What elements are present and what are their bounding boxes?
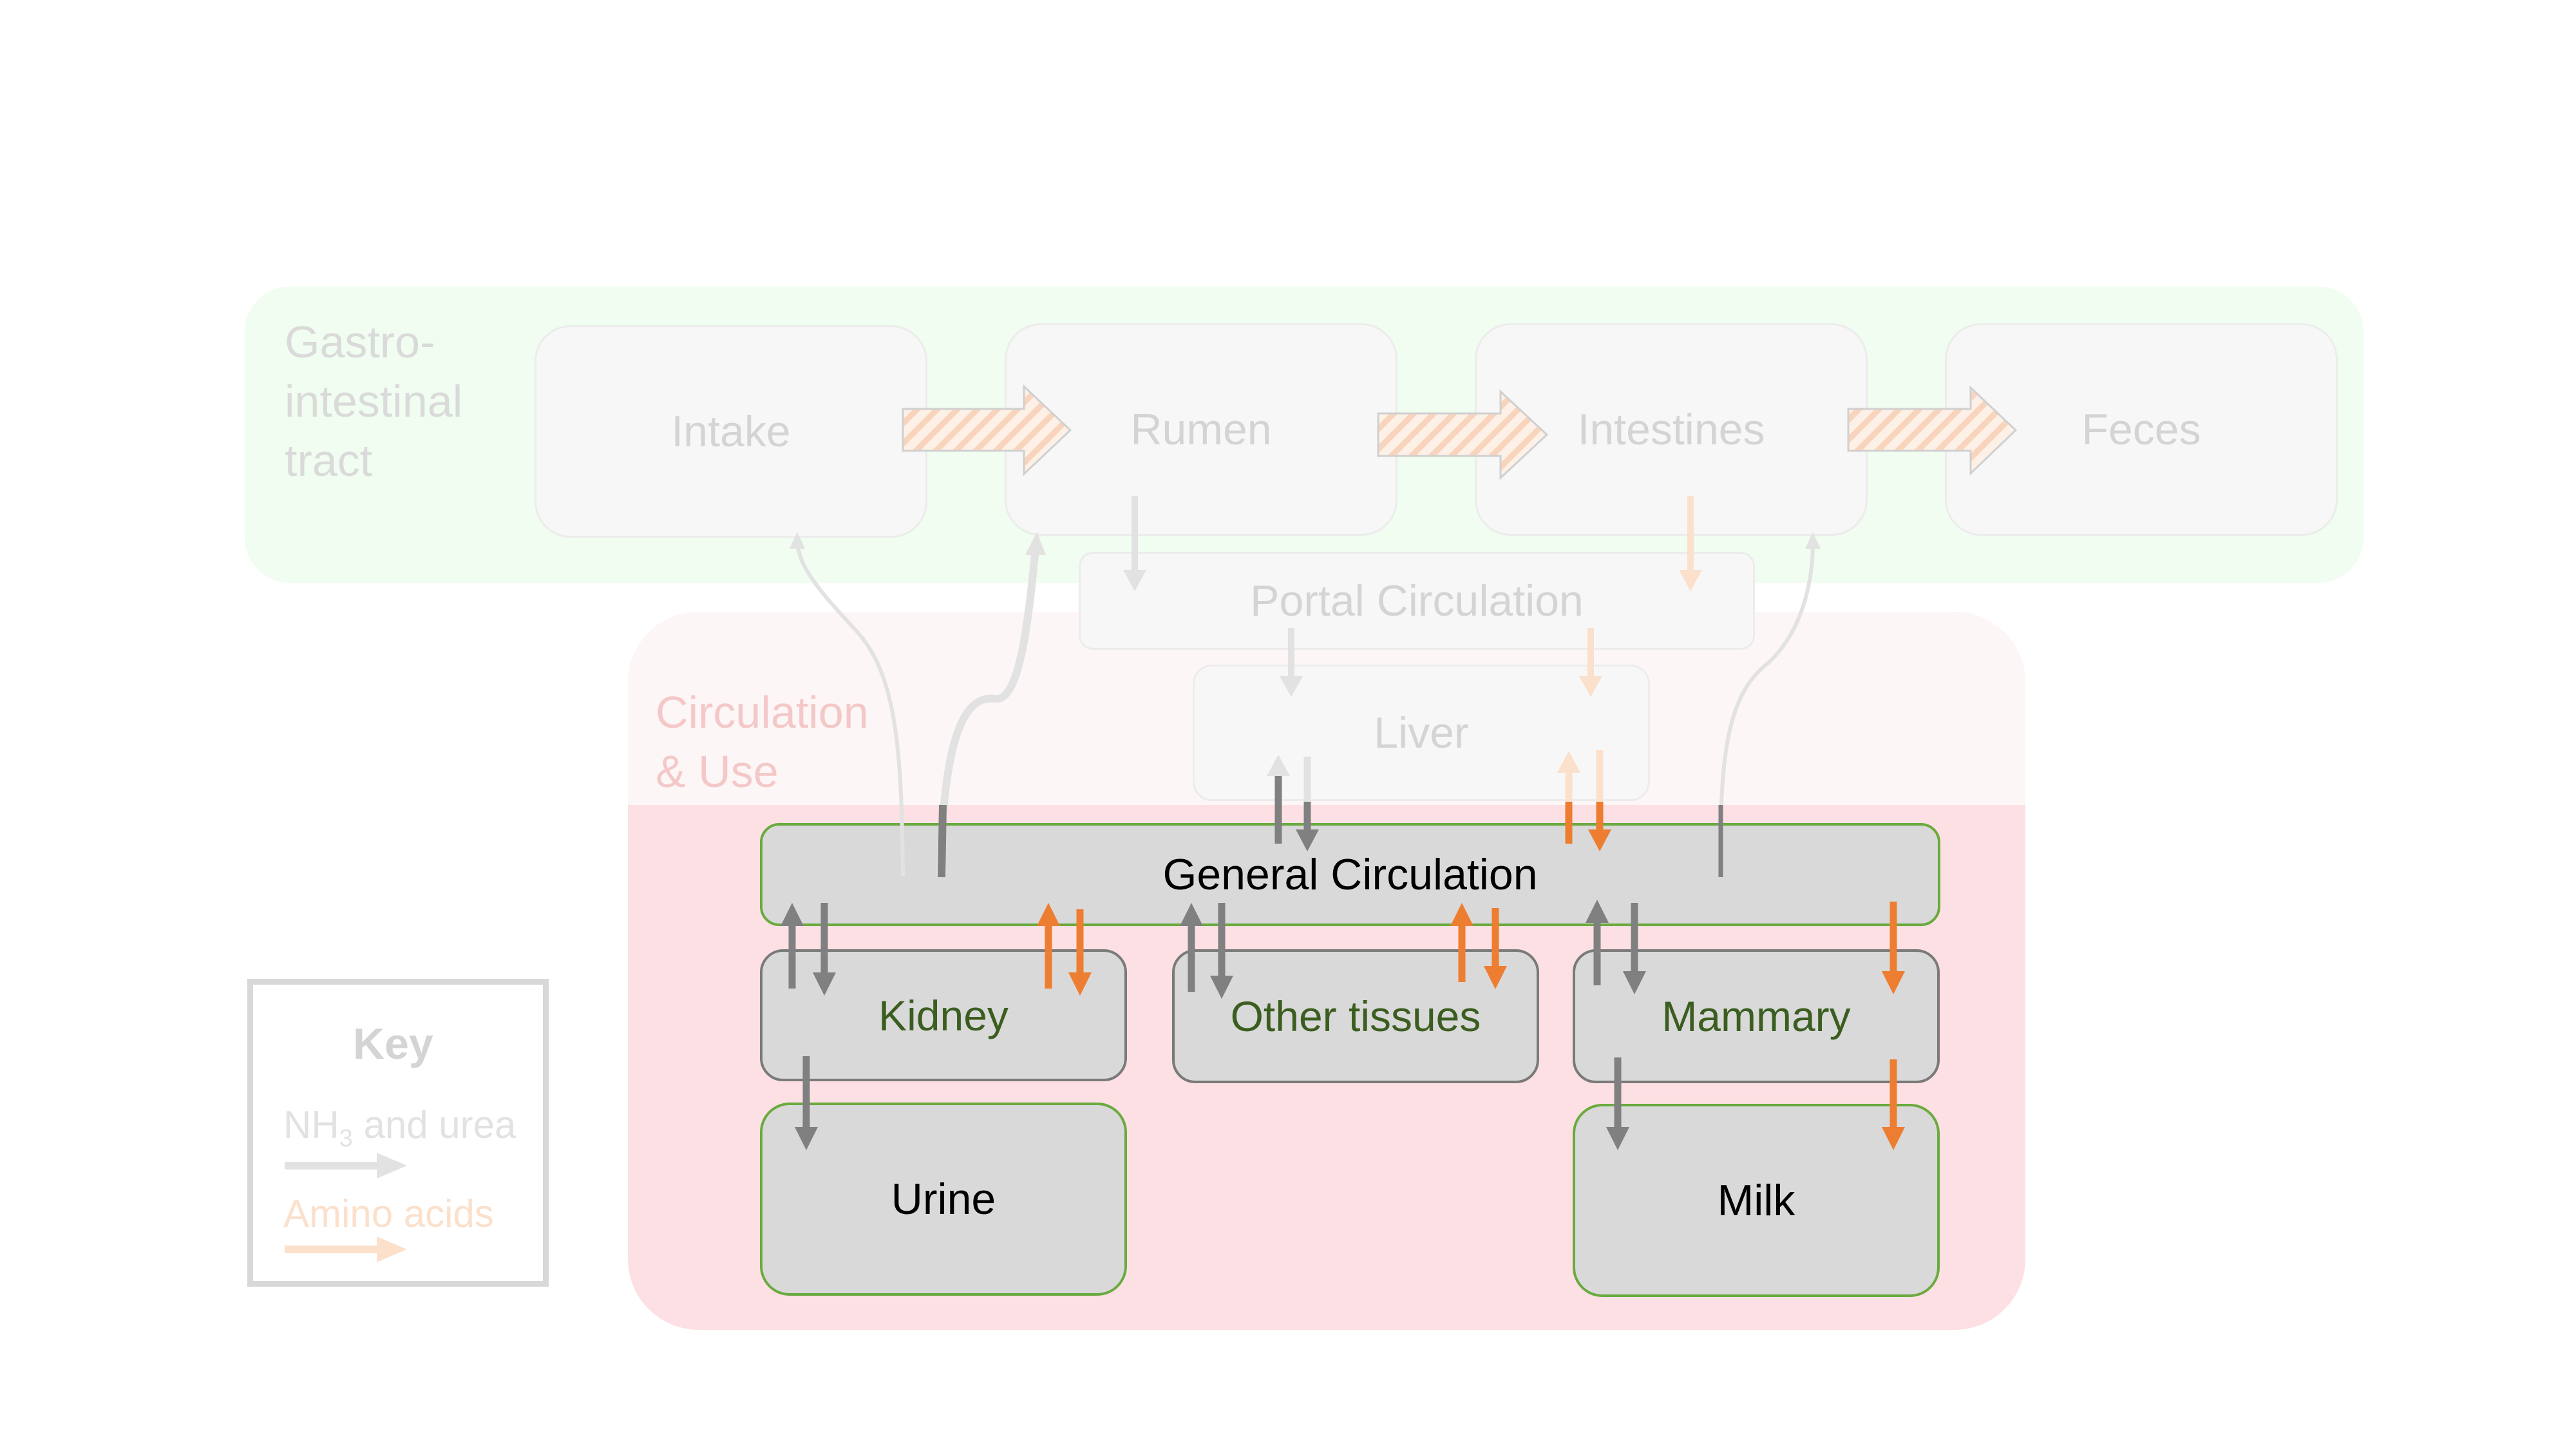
gi-label: Gastro- intestinal tract	[285, 317, 463, 486]
other-up-aa-arrow	[1450, 903, 1473, 982]
intake-label: Intake	[671, 407, 791, 456]
kidney-label: Kidney	[878, 991, 1009, 1039]
other-tissues-box: Other tissues	[1172, 949, 1539, 1083]
liver-to-general-aa-arrow	[1588, 750, 1611, 851]
mammary-up-nh3-arrow	[1586, 900, 1609, 985]
milk-box: Milk	[1573, 1104, 1940, 1297]
general-to-liver-nh3-arrow	[1267, 755, 1290, 844]
key-amino-arrow	[285, 1236, 407, 1262]
feces-label: Feces	[2081, 405, 2201, 454]
milk-label: Milk	[1717, 1176, 1795, 1225]
recycle-to-rumen-head	[1025, 532, 1046, 555]
portal-circulation-label: Portal Circulation	[1250, 576, 1584, 625]
other-down-aa-arrow	[1484, 908, 1507, 989]
intestines-to-portal-arrow	[1679, 496, 1702, 591]
key-box	[247, 979, 549, 1287]
mammary-label: Mammary	[1662, 992, 1851, 1040]
intake-to-rumen-arrow	[902, 384, 1072, 477]
kidney-to-urine-arrow	[795, 1056, 818, 1150]
intestines-to-feces-arrow	[1847, 385, 2018, 476]
portal-to-liver-aa-arrow	[1579, 628, 1602, 697]
kidney-up-nh3-arrow	[781, 903, 804, 989]
kidney-up-aa-arrow	[1037, 903, 1060, 989]
mammary-to-milk-nh3-arrow	[1606, 1057, 1629, 1150]
rumen-to-portal-arrow	[1123, 496, 1146, 591]
other-up-nh3-arrow	[1180, 903, 1203, 992]
key-amino-label: Amino acids	[283, 1192, 494, 1235]
key-nh3-arrow	[285, 1153, 407, 1179]
key-nh3-subscript: 3	[339, 1125, 353, 1152]
liver-to-general-nh3-arrow	[1296, 757, 1319, 851]
kidney-down-aa-arrow	[1068, 909, 1092, 996]
portal-circulation-box: Portal Circulation	[1079, 552, 1755, 650]
recycle-to-intestines-head	[1805, 532, 1821, 549]
intestines-label: Intestines	[1577, 405, 1765, 454]
recycle-to-intake-curve	[795, 540, 905, 876]
circulation-label: Circulation & Use	[656, 687, 869, 797]
recycle-to-rumen-solid	[938, 804, 947, 878]
general-to-liver-aa-arrow	[1557, 751, 1580, 844]
mammary-down-nh3-arrow	[1623, 903, 1646, 994]
other-down-nh3-arrow	[1210, 903, 1233, 999]
liver-label: Liver	[1374, 708, 1469, 757]
mammary-down-aa-arrow	[1882, 902, 1905, 994]
key-nh3-text: NH	[283, 1103, 339, 1146]
liver-box: Liver	[1193, 665, 1650, 801]
rumen-to-intestines-arrow	[1377, 389, 1549, 480]
key-title: Key	[353, 1019, 433, 1068]
intake-box: Intake	[535, 325, 927, 538]
key-nh3-tail: and urea	[352, 1103, 516, 1146]
key-nh3-label: NH3 and urea	[283, 1103, 516, 1153]
mammary-to-milk-aa-arrow	[1882, 1059, 1905, 1150]
portal-to-liver-nh3-arrow	[1280, 628, 1303, 697]
recycle-to-rumen-curve	[936, 547, 1039, 876]
other-tissues-label: Other tissues	[1230, 992, 1481, 1040]
recycle-to-intake-head	[790, 532, 805, 549]
general-circulation-label: General Circulation	[1162, 850, 1538, 899]
kidney-down-nh3-arrow	[813, 903, 836, 996]
urine-label: Urine	[891, 1175, 996, 1224]
urine-box: Urine	[760, 1103, 1127, 1296]
rumen-label: Rumen	[1130, 405, 1272, 454]
general-circulation-box: General Circulation	[760, 823, 1940, 926]
recycle-to-intestines-curve	[1718, 542, 1815, 876]
